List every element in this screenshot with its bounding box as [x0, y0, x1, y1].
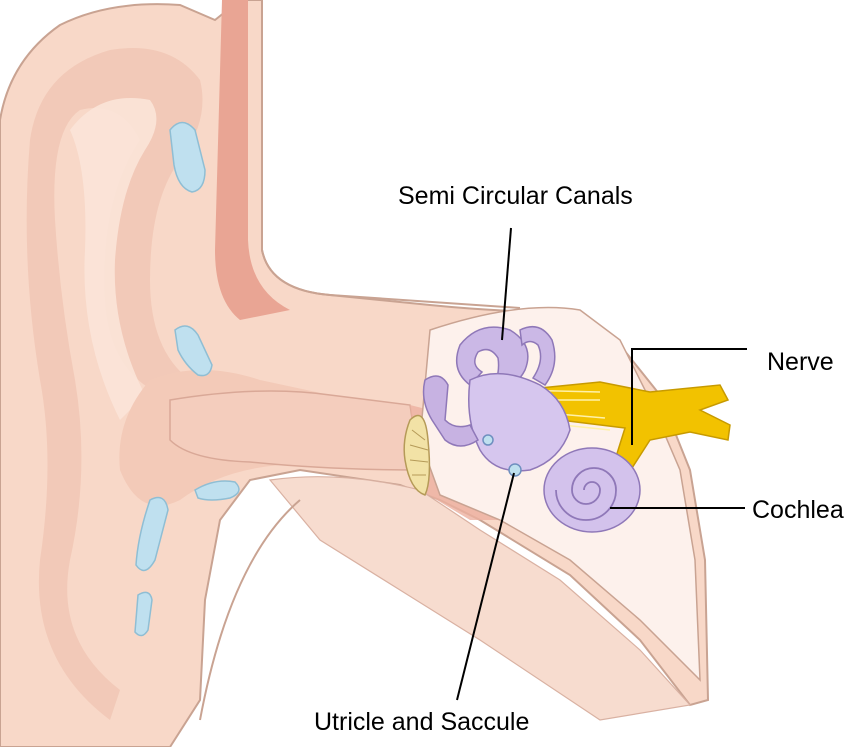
label-semi-circular-canals: Semi Circular Canals [398, 184, 633, 209]
utricle [509, 464, 521, 476]
skull-edge [262, 0, 520, 308]
label-cochlea: Cochlea [752, 498, 844, 523]
label-utricle-and-saccule: Utricle and Saccule [314, 710, 529, 735]
saccule [483, 435, 493, 445]
cochlea-shape [544, 448, 640, 532]
label-nerve: Nerve [767, 350, 834, 375]
